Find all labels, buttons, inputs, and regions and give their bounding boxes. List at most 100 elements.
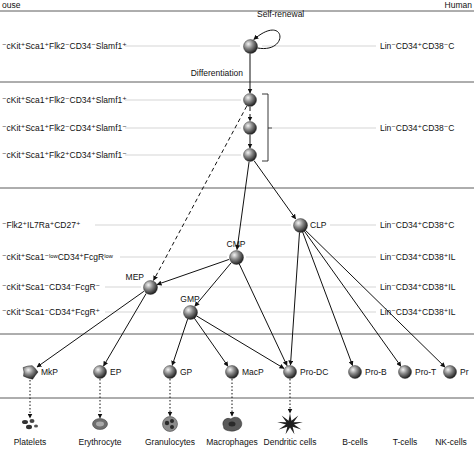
megakaryocyte-shape: [23, 366, 38, 380]
cell-shape: [21, 364, 39, 380]
cell-shape: [183, 305, 198, 320]
cell-shape: [92, 418, 108, 430]
cell-shape: [163, 365, 177, 379]
connector: [290, 232, 299, 365]
phenotype-label: ⁻cKit⁺Sca1⁺Flk2⁻CD34⁺Slamf1⁺: [2, 96, 127, 105]
cell-sphere: [244, 94, 257, 107]
platelet-dot: [26, 425, 32, 429]
cell-label: Platelets: [14, 438, 47, 447]
cell-sphere: [226, 366, 239, 379]
granulocyte-lobe: [165, 421, 169, 425]
leader-line: [120, 257, 227, 258]
phenotype-label: ⁻cKit⁺Sca1⁻CD34⁺FcgR⁺: [2, 308, 100, 317]
macrophage-body: [223, 417, 242, 431]
connector: [100, 379, 101, 418]
progenitor-cell: [243, 148, 257, 162]
connector: [254, 161, 296, 219]
cell-shape: [143, 280, 158, 295]
progenitor-cell: CLP: [293, 218, 308, 233]
cell-sphere: [444, 366, 457, 379]
cell-shape: [229, 250, 244, 265]
cell-shape: [243, 39, 258, 54]
connector: [239, 264, 287, 366]
leader-line: [246, 257, 376, 258]
connector: [196, 316, 284, 369]
granulocyte-lobe: [170, 419, 174, 423]
cell-sphere: [164, 366, 177, 379]
mature-cell: Platelets: [21, 418, 39, 430]
edge-label: Differentiation: [191, 69, 243, 78]
erythrocyte-disc: [93, 419, 108, 430]
mature-cell: Dendritic cells: [277, 413, 303, 435]
column-header: Human: [445, 1, 472, 10]
cell-shape: [162, 416, 178, 432]
connector: [194, 318, 228, 366]
progenitor-cell: Pr: [443, 365, 457, 379]
connector: [170, 379, 171, 416]
cell-shape: [21, 418, 39, 430]
cell-sphere: [94, 366, 107, 379]
edge-label: Self-renewal: [257, 10, 304, 19]
cell-type-label: NK-cells: [435, 438, 467, 447]
progenitor-cell: [243, 93, 257, 107]
cell-shape: [277, 413, 303, 435]
connector: [157, 259, 229, 284]
connector: [232, 379, 233, 416]
progenitor-cell: Pro-B: [348, 365, 362, 379]
connector: [305, 230, 445, 367]
cell-sphere: [293, 218, 307, 232]
cell-label: Pro-B: [365, 368, 387, 377]
band-line: [0, 82, 474, 83]
cell-label: Pro-T: [415, 368, 436, 377]
band-lines: [0, 11, 474, 398]
phenotype-label: Lin⁻CD34⁺CD38⁻C: [380, 42, 454, 51]
phenotype-label: ⁻cKit⁺Sca1⁻ˡᵒʷCD34⁺FcgRˡᵒʷ: [2, 253, 113, 262]
cell-shape: [348, 365, 362, 379]
leader-line: [125, 155, 241, 156]
platelet-dot: [30, 419, 35, 423]
stem-cell: [243, 39, 258, 54]
cell-label: EP: [110, 368, 121, 377]
cell-sphere: [349, 366, 362, 379]
cell-label: Pro-DC: [300, 368, 328, 377]
cell-label: Pr: [460, 368, 469, 377]
connector: [195, 263, 231, 306]
cell-label: Granulocytes: [145, 438, 195, 447]
phenotype-label: ⁻Flk2⁺IL7Ra⁺CD27⁺: [2, 221, 80, 230]
connector: [250, 54, 251, 94]
cell-shape: [225, 365, 239, 379]
cell-sphere: [243, 39, 257, 53]
leader-line: [105, 312, 181, 313]
leader-line: [95, 225, 291, 226]
band-line: [0, 11, 474, 12]
leader-line: [125, 46, 240, 47]
phenotype-label: ⁻cKit⁺Sca1⁺Flk2⁺CD34⁺Slamf1⁻: [2, 151, 127, 160]
phenotype-label: Lin⁻CD34⁺CD38⁺IL: [380, 308, 455, 317]
phenotype-label: Lin⁻CD34⁺CD38⁺IL: [380, 283, 455, 292]
leader-line: [125, 128, 241, 129]
cell-label: MEP: [126, 273, 144, 282]
cell-label: CLP: [310, 221, 327, 230]
cell-type-label: T-cells: [393, 438, 418, 447]
leader-line: [330, 225, 376, 226]
cell-sphere: [244, 149, 257, 162]
progenitor-cell: MkP: [21, 364, 39, 380]
cell-label: Dendritic cells: [264, 438, 317, 447]
progenitor-cell: [243, 121, 257, 135]
cell-shape: [243, 148, 257, 162]
leader-line: [262, 46, 376, 47]
cell-label: GP: [180, 368, 192, 377]
platelet-dot: [22, 420, 28, 424]
phenotype-label: ⁻cKit⁺Sca1⁻CD34⁻FcgR⁻: [2, 283, 100, 292]
progenitor-cell: GMP: [183, 305, 198, 320]
progenitor-cell: GP: [163, 365, 177, 379]
connector: [254, 30, 280, 48]
cell-shape: [243, 93, 257, 107]
dendritic-star: [277, 413, 303, 434]
cell-sphere: [244, 122, 257, 135]
connector: [154, 106, 247, 280]
cell-shape: [443, 365, 457, 379]
cell-label: Erythrocyte: [79, 438, 122, 447]
cell-shape: [243, 121, 257, 135]
